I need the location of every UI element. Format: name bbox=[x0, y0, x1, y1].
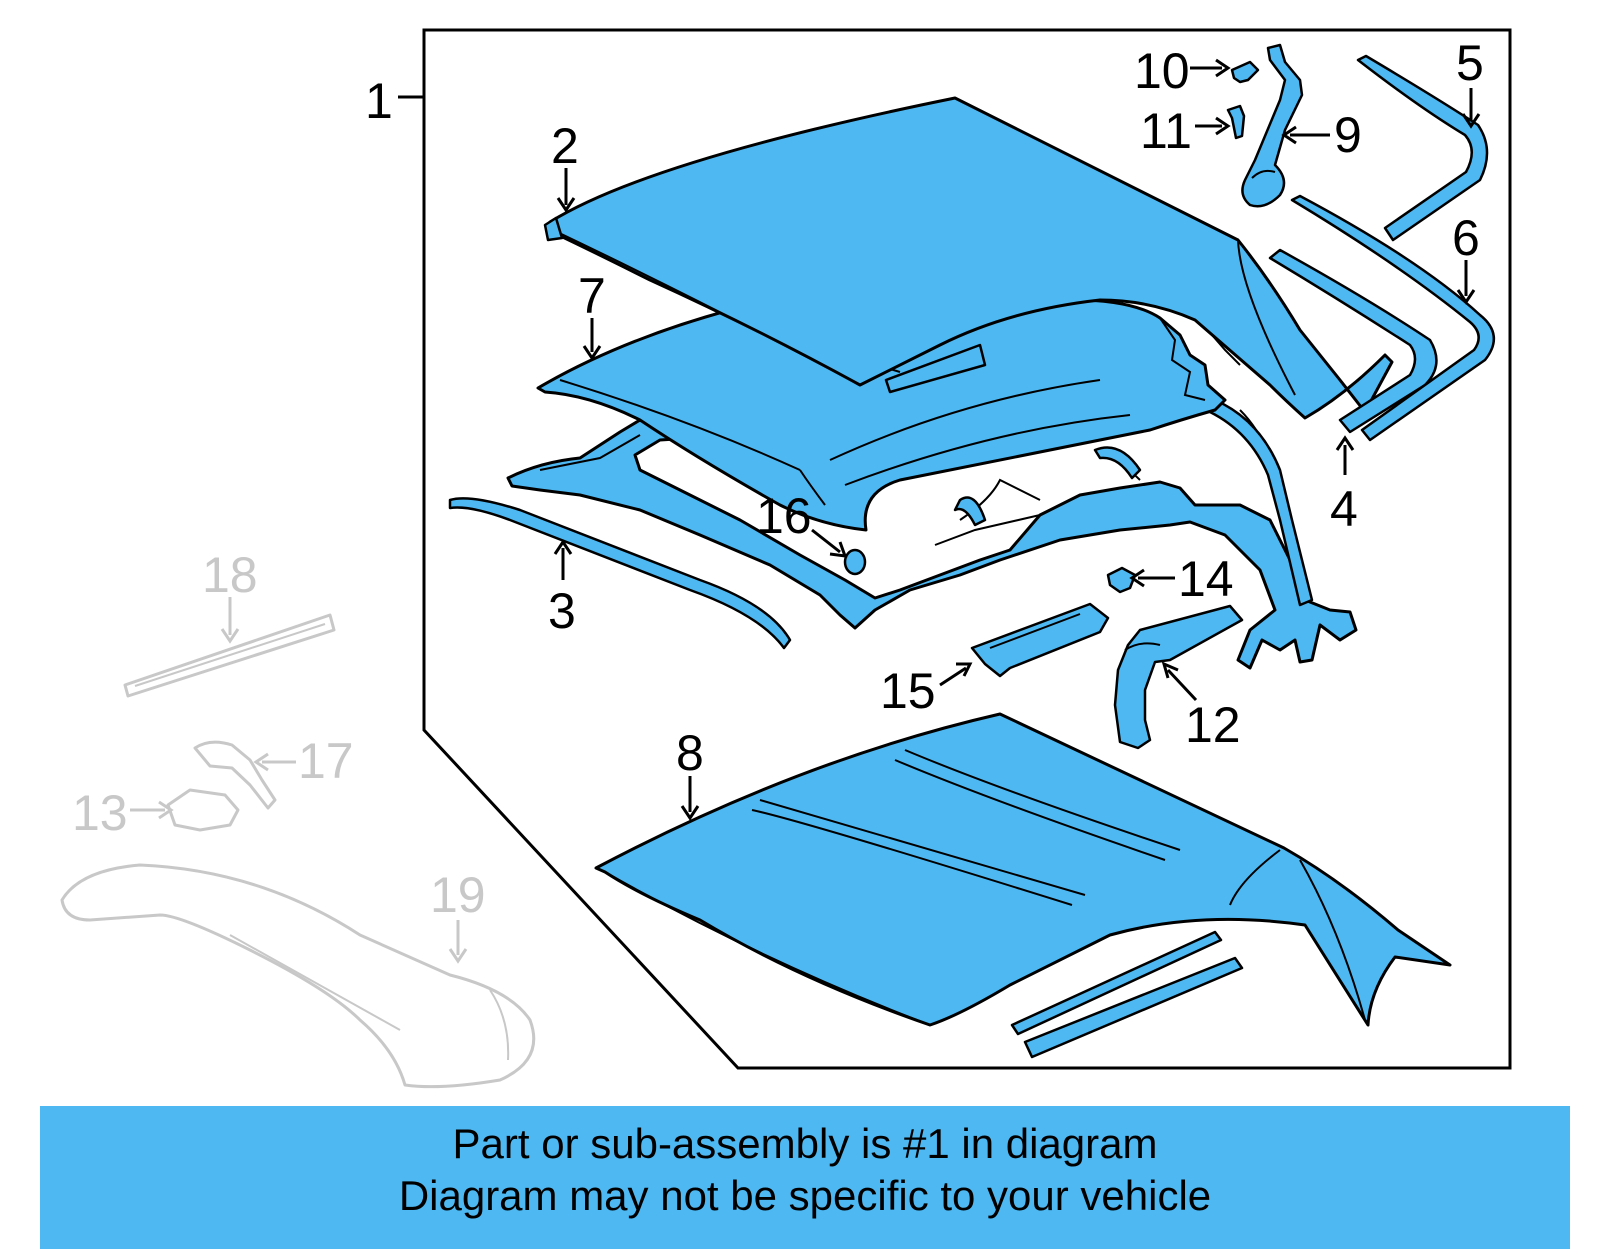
callout-9: 9 bbox=[1334, 107, 1362, 163]
banner-line-1: Part or sub-assembly is #1 in diagram bbox=[452, 1120, 1158, 1167]
callout-19: 19 bbox=[430, 867, 486, 923]
info-banner: Part or sub-assembly is #1 in diagram Di… bbox=[40, 1106, 1570, 1249]
callout-12: 12 bbox=[1185, 697, 1241, 753]
callout-7: 7 bbox=[578, 268, 606, 324]
callout-16: 16 bbox=[756, 488, 812, 544]
callout-4: 4 bbox=[1330, 481, 1358, 537]
part-10-bolt[interactable] bbox=[1230, 60, 1260, 84]
banner-line-2: Diagram may not be specific to your vehi… bbox=[398, 1172, 1212, 1219]
callout-10: 10 bbox=[1134, 43, 1190, 99]
part-11-screw[interactable] bbox=[1226, 104, 1246, 140]
leaders bbox=[130, 58, 1481, 964]
part-18-strip bbox=[123, 613, 336, 698]
part-19-tonneau-cover bbox=[60, 863, 536, 1089]
part-17-bracket bbox=[193, 740, 277, 810]
part-16-grommet[interactable] bbox=[843, 548, 867, 576]
callout-13: 13 bbox=[72, 785, 128, 841]
callout-15: 15 bbox=[880, 663, 936, 719]
part-15-latch-bracket[interactable] bbox=[970, 602, 1110, 678]
part-4-side-rail[interactable] bbox=[1268, 248, 1438, 434]
callout-17: 17 bbox=[298, 733, 354, 789]
assembly-boundary bbox=[422, 28, 1512, 1070]
callout-1: 1 bbox=[365, 73, 393, 129]
callout-2: 2 bbox=[551, 118, 579, 174]
callout-labels: 1 2 3 4 5 6 7 8 9 10 11 12 13 14 15 16 1… bbox=[72, 35, 1484, 923]
part-12-bracket[interactable] bbox=[1113, 604, 1244, 750]
part-8-weather-strips[interactable] bbox=[1010, 930, 1244, 1059]
callout-3: 3 bbox=[548, 583, 576, 639]
callout-8: 8 bbox=[676, 725, 704, 781]
callout-18: 18 bbox=[202, 547, 258, 603]
top-frame[interactable] bbox=[506, 398, 1358, 670]
part-14-clip[interactable] bbox=[1106, 566, 1137, 594]
part-13-latch bbox=[166, 788, 240, 832]
callout-6: 6 bbox=[1452, 210, 1480, 266]
part-3-front-trim[interactable] bbox=[448, 497, 792, 650]
part-6-weatherstrip[interactable] bbox=[1290, 194, 1495, 442]
callout-11: 11 bbox=[1140, 103, 1192, 159]
part-9-hinge-bracket[interactable] bbox=[1241, 43, 1304, 208]
part-7-headliner[interactable] bbox=[536, 298, 1227, 532]
part-8-top-cover[interactable] bbox=[594, 712, 1452, 1027]
part-5-weatherstrip[interactable] bbox=[1356, 54, 1489, 242]
part-2-roof-panel[interactable] bbox=[543, 96, 1394, 420]
callout-5: 5 bbox=[1456, 35, 1484, 91]
callout-14: 14 bbox=[1178, 551, 1234, 607]
